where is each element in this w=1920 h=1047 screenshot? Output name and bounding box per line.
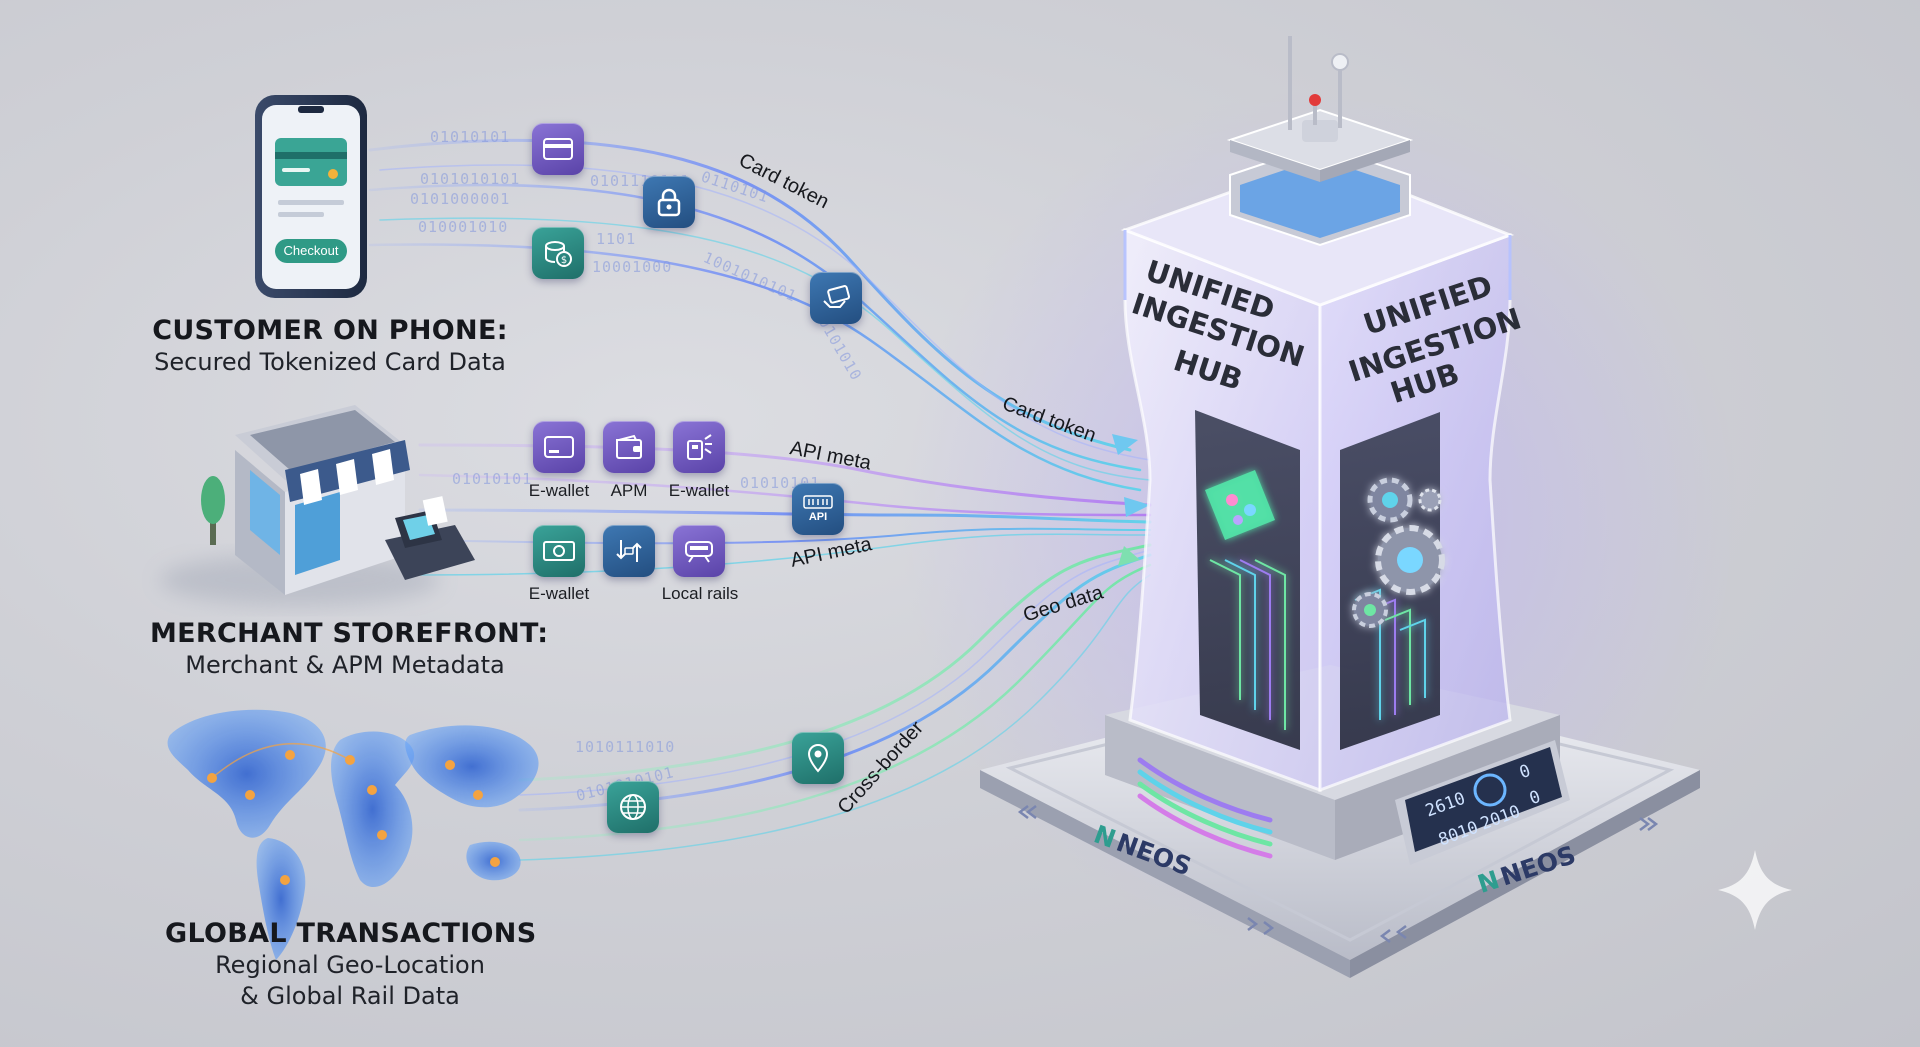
arrow-api-meta (1124, 497, 1150, 517)
hub-chip (1205, 470, 1275, 540)
stream-merchant-3 (418, 508, 1152, 524)
apm-tile (603, 421, 655, 473)
global-title: GLOBAL TRANSACTIONS (165, 918, 537, 949)
globe-tile (607, 781, 659, 833)
api-icon (803, 495, 833, 509)
binary-stream: 0101000001 (410, 190, 511, 208)
binary-stream: 1101 (596, 230, 637, 248)
card-payment-icon (823, 285, 851, 308)
lock-icon (657, 188, 681, 217)
card-icon (543, 138, 573, 160)
merchant-title: MERCHANT STOREFRONT: (150, 618, 549, 649)
globe-icon (620, 794, 646, 820)
global-subtitle-line1: Regional Geo-Location (215, 951, 485, 979)
arrow-geo-data (1118, 546, 1140, 566)
arrowheads (1112, 434, 1150, 566)
hub-display-panel (1395, 740, 1570, 865)
label-ewallet-2: E-wallet (668, 481, 730, 500)
svg-text:$: $ (561, 255, 567, 266)
customer-subtitle: Secured Tokenized Card Data (154, 348, 506, 376)
stream-merchant-5 (419, 533, 1151, 576)
api-tile: API (792, 483, 844, 535)
phone-illustration (255, 95, 367, 298)
antennas (1288, 36, 1349, 130)
label-local-rails: Local rails (661, 584, 739, 603)
gear-icon (1352, 477, 1445, 628)
label-apm: APM (610, 481, 648, 500)
wallet-icon (616, 434, 642, 459)
map-arc (211, 742, 351, 779)
ewallet-tile-2 (673, 421, 725, 473)
hub-tower (980, 36, 1700, 978)
phone-card-image (275, 138, 347, 186)
stream-global-4 (519, 574, 1151, 861)
binary-stream: 10001000 (592, 258, 673, 276)
ewallet-tile-1 (533, 421, 585, 473)
binary-stream: 010001010 (418, 218, 509, 236)
card-tile (532, 123, 584, 175)
stream-merchant-2 (418, 473, 1152, 517)
map-north-america (167, 709, 326, 838)
map-europe-africa (331, 731, 415, 888)
storefront-illustration (160, 405, 475, 606)
global-subtitle-line2: & Global Rail Data (240, 982, 460, 1010)
binary-stream: 01010101 (452, 470, 533, 488)
lock-tile (643, 176, 695, 228)
map-asia (405, 725, 539, 808)
sparkle-icon (1718, 850, 1792, 930)
tree (201, 476, 225, 524)
platform-chevrons (1017, 805, 1659, 943)
checkout-button[interactable]: Checkout (275, 239, 347, 263)
world-map-illustration (167, 709, 539, 960)
cash-icon (543, 541, 575, 561)
arrow-card-token (1112, 434, 1138, 455)
stream-customer-5 (379, 217, 1151, 481)
transfer-icon (616, 540, 642, 562)
stream-global-1 (518, 543, 1152, 782)
control-room-window (1240, 158, 1400, 238)
map-south-america (256, 838, 306, 960)
merchant-subtitle: Merchant & APM Metadata (185, 651, 505, 679)
binary-stream: 0101010101 (420, 170, 521, 188)
coins-icon: $ (545, 241, 572, 267)
binary-stream: 01010101 (430, 128, 511, 146)
ewallet-tile-3 (533, 525, 585, 577)
label-ewallet-1: E-wallet (528, 481, 590, 500)
location-tile (792, 732, 844, 784)
stream-global-3 (518, 563, 1152, 842)
card-terminal (385, 496, 475, 580)
customer-title: CUSTOMER ON PHONE: (152, 315, 508, 346)
transfer-tile (603, 525, 655, 577)
location-pin-icon (807, 743, 829, 773)
ewallet-icon (544, 436, 574, 458)
stream-global-5 (519, 549, 1151, 796)
storefront-window (250, 470, 280, 555)
rail-icon (685, 541, 713, 563)
hub-cables (1137, 757, 1273, 859)
api-badge-label: API (808, 511, 828, 523)
stream-global-2 (518, 553, 1152, 812)
data-streams (368, 138, 1152, 861)
card-hand-tile (810, 272, 862, 324)
coins-tile: $ (532, 227, 584, 279)
local-rails-tile (673, 525, 725, 577)
contactless-pay-icon (687, 434, 712, 460)
binary-stream: 1010111010 (575, 738, 676, 756)
label-ewallet-3: E-wallet (528, 584, 590, 603)
